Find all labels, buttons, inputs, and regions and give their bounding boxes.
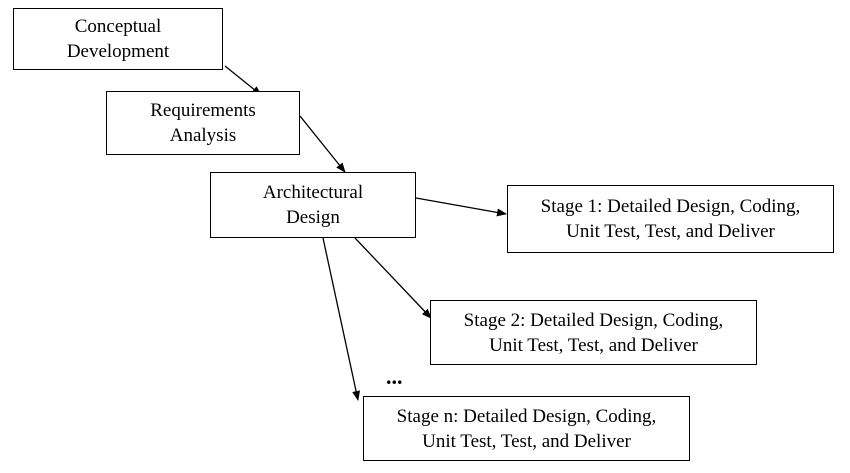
requirements-analysis-line2: Analysis <box>169 125 237 146</box>
stage-n-line1: Stage n: Detailed Design, Coding, <box>396 405 657 427</box>
stage-1-line1: Stage 1: Detailed Design, Coding, <box>540 196 801 217</box>
stage-2-box: Stage 2: Detailed Design, Coding, Unit T… <box>430 300 757 365</box>
arrow-architectural-to-stage1 <box>415 197 507 217</box>
architectural-design-line2: Design <box>286 207 340 228</box>
stage-2-line1: Stage 2: Detailed Design, Coding, <box>463 309 724 331</box>
stage-1-box: Stage 1: Detailed Design, Coding, Unit T… <box>507 185 834 253</box>
conceptual-development-box: Conceptual Development <box>13 8 223 70</box>
requirements-analysis-box: Requirements Analysis <box>106 91 300 155</box>
arrow-architectural-to-stagen <box>322 237 361 401</box>
stage-n-line2: Unit Test, Test, and Deliver <box>422 430 631 452</box>
conceptual-development-line2: Development <box>66 41 170 62</box>
architectural-design-line1: Architectural <box>262 182 364 203</box>
requirements-analysis-line1: Requirements <box>150 100 256 121</box>
architectural-design-box: Architectural Design <box>210 172 416 238</box>
arrow-conceptual-to-requirements <box>224 65 262 96</box>
conceptual-development-line1: Conceptual <box>74 16 162 37</box>
ellipsis-marker: ... <box>386 364 403 389</box>
arrow-architectural-to-stage2 <box>354 237 432 319</box>
stage-2-line2: Unit Test, Test, and Deliver <box>489 334 698 356</box>
arrow-requirements-to-architectural <box>299 115 346 173</box>
stage-n-box: Stage n: Detailed Design, Coding, Unit T… <box>363 396 690 461</box>
stage-1-line2: Unit Test, Test, and Deliver <box>566 221 775 242</box>
